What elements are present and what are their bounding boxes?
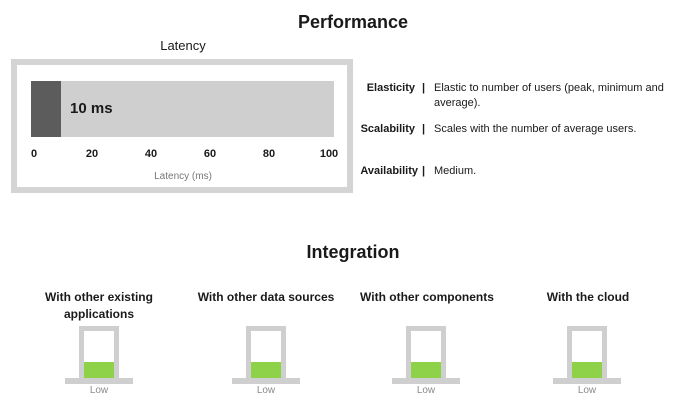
latency-tick: 80 [262,148,276,160]
latency-title: Latency [160,38,206,53]
latency-tick: 60 [203,148,217,160]
latency-tick: 100 [319,148,339,160]
property-separator: | [422,165,426,177]
integration-gauge [553,326,621,384]
property-name-scalability: Scalability [360,123,415,135]
integration-gauge-base [65,378,133,384]
integration-item-label: With other components [360,290,494,304]
property-desc-availability: Medium. [434,165,477,177]
integration-gauge [65,326,133,384]
property-name-availability: Availability [360,165,418,177]
integration-level: Low [416,385,436,396]
integration-gauge-fill [251,362,281,378]
integration-gauge-fill [84,362,114,378]
latency-tick: 0 [30,148,38,160]
latency-gauge-track [31,81,334,137]
integration-level: Low [89,385,109,396]
integration-gauge-fill [411,362,441,378]
performance-title: Performance [297,12,409,32]
latency-axis-label: Latency (ms) [154,171,212,182]
integration-gauge-base [232,378,300,384]
property-separator: | [422,82,426,94]
integration-item-label: With other existing applications [45,290,153,321]
integration-gauge [392,326,460,384]
latency-value: 10 ms [70,100,113,117]
latency-tick: 20 [85,148,99,160]
latency-tick: 40 [144,148,158,160]
property-desc-elasticity: Elastic to number of users (peak, minimu… [434,82,664,109]
integration-gauge [232,326,300,384]
property-desc-scalability: Scales with the number of average users. [434,123,637,135]
integration-level: Low [577,385,597,396]
integration-item-label: With other data sources [197,290,335,304]
integration-item-label: With the cloud [546,290,630,304]
integration-title: Integration [306,242,400,262]
integration-gauge-base [553,378,621,384]
integration-gauge-fill [572,362,602,378]
property-name-elasticity: Elasticity [366,82,415,94]
property-separator: | [422,123,426,135]
integration-gauge-base [392,378,460,384]
integration-level: Low [256,385,276,396]
latency-gauge-fill [31,81,61,137]
